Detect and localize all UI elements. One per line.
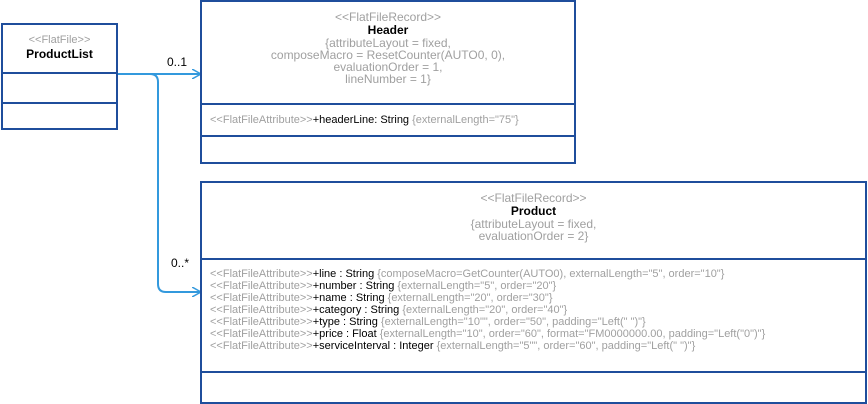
attribute-stereotype: <<FlatFileAttribute>>	[210, 280, 313, 292]
attribute-tags: {externalLength="5", order="20"}	[397, 280, 557, 292]
class-header[interactable]: <<FlatFileRecord>> Header {attributeLayo…	[200, 0, 576, 164]
attribute-signature: +price : Float	[312, 328, 377, 340]
attribute-tags: {externalLength="10", order="60", format…	[379, 328, 766, 340]
attribute-row[interactable]: <<FlatFileAttribute>>+serviceInterval : …	[210, 340, 865, 352]
tagged-value-line: {attributeLayout = fixed,	[470, 217, 597, 231]
attribute-stereotype: <<FlatFileAttribute>>	[210, 304, 313, 316]
attribute-signature: +category : String	[312, 304, 400, 316]
operations-section	[3, 102, 116, 128]
attribute-tags: {externalLength="5"", order="60", paddin…	[436, 340, 696, 352]
class-name: Header	[367, 23, 409, 37]
class-header-section: <<FlatFile>> ProductList	[3, 25, 116, 72]
operations-section	[202, 135, 574, 162]
attribute-signature: +number : String	[312, 280, 395, 292]
attribute-stereotype: <<FlatFileAttribute>>	[210, 292, 313, 304]
stereotype-label: <<FlatFile>>	[28, 34, 91, 46]
tagged-value-line: composeMacro = ResetCounter(AUTO0, 0),	[270, 48, 506, 62]
stereotype-label: <<FlatFileRecord>>	[334, 10, 442, 24]
attribute-row[interactable]: <<FlatFileAttribute>>+number : String {e…	[210, 280, 865, 292]
attribute-signature: +line : String	[312, 268, 375, 280]
attribute-row[interactable]: <<FlatFileAttribute>>+name : String {ext…	[210, 292, 865, 304]
attribute-stereotype: <<FlatFileAttribute>>	[210, 114, 313, 126]
attributes-section	[3, 72, 116, 102]
tagged-value-line: evaluationOrder = 1,	[333, 60, 443, 74]
attributes-section: <<FlatFileAttribute>>+headerLine: String…	[202, 103, 574, 135]
attribute-row[interactable]: <<FlatFileAttribute>>+headerLine: String…	[210, 114, 574, 126]
attribute-row[interactable]: <<FlatFileAttribute>>+type : String {ext…	[210, 316, 865, 328]
attribute-signature: +headerLine: String	[312, 114, 410, 126]
attribute-signature: +name : String	[312, 292, 385, 304]
multiplicity-header: 0..1	[167, 55, 188, 69]
attribute-stereotype: <<FlatFileAttribute>>	[210, 268, 313, 280]
attribute-tags: {externalLength="10"", order="50", paddi…	[380, 316, 646, 328]
stereotype-label: <<FlatFileRecord>>	[480, 191, 587, 205]
class-header-section: <<FlatFileRecord>> Product {attributeLay…	[202, 183, 865, 258]
class-header-section: <<FlatFileRecord>> Header {attributeLayo…	[202, 2, 574, 103]
class-product[interactable]: <<FlatFileRecord>> Product {attributeLay…	[200, 181, 867, 404]
class-name: Product	[510, 204, 557, 218]
attribute-tags: {externalLength="75"}	[412, 114, 519, 126]
class-productlist[interactable]: <<FlatFile>> ProductList	[1, 23, 118, 130]
class-name: ProductList	[26, 47, 93, 61]
attribute-signature: +serviceInterval : Integer	[312, 340, 434, 352]
attribute-tags: {composeMacro=GetCounter(AUTO0), externa…	[377, 268, 725, 280]
tagged-value-line: evaluationOrder = 2}	[478, 229, 589, 243]
tagged-value-line: lineNumber = 1}	[345, 72, 431, 86]
attribute-stereotype: <<FlatFileAttribute>>	[210, 340, 313, 352]
attribute-row[interactable]: <<FlatFileAttribute>>+category : String …	[210, 304, 865, 316]
attribute-stereotype: <<FlatFileAttribute>>	[210, 316, 313, 328]
multiplicity-product: 0..*	[171, 256, 190, 270]
operations-section	[202, 371, 865, 402]
attribute-tags: {externalLength="20", order="30"}	[387, 292, 553, 304]
attribute-row[interactable]: <<FlatFileAttribute>>+line : String {com…	[210, 268, 865, 280]
tagged-value-line: {attributeLayout = fixed,	[325, 36, 451, 50]
attribute-tags: {externalLength="20", order="40"}	[402, 304, 568, 316]
attributes-section: <<FlatFileAttribute>>+line : String {com…	[202, 258, 865, 371]
attribute-stereotype: <<FlatFileAttribute>>	[210, 328, 313, 340]
association-line-product[interactable]	[117, 73, 200, 292]
attribute-signature: +type : String	[312, 316, 378, 328]
attribute-row[interactable]: <<FlatFileAttribute>>+price : Float {ext…	[210, 328, 865, 340]
